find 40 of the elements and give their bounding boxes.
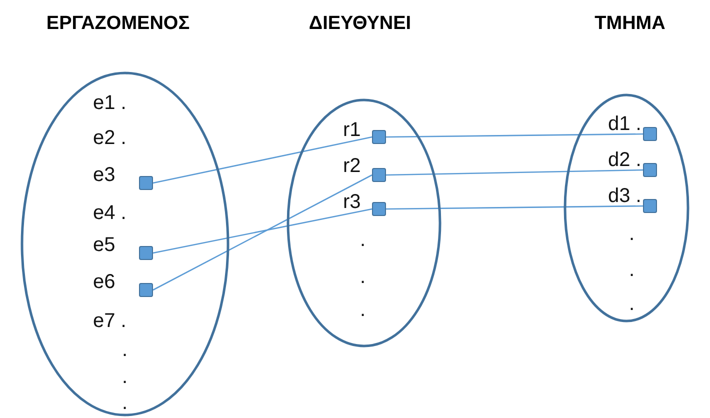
element-label: e4 . xyxy=(93,201,126,225)
connector-line xyxy=(152,174,372,291)
connection-point xyxy=(139,283,153,297)
connection-point xyxy=(139,176,153,190)
connector-line xyxy=(386,133,643,138)
element-label: e5 xyxy=(93,233,116,257)
connection-point xyxy=(643,199,657,213)
connection-point xyxy=(372,168,386,182)
element-label: . xyxy=(360,228,366,252)
connector-line xyxy=(386,205,643,210)
connector-line xyxy=(386,169,644,176)
set-title: ΕΡΓΑΖΟΜΕΝΟΣ xyxy=(46,12,190,36)
element-label: d1 . xyxy=(608,112,642,136)
connection-point xyxy=(372,202,386,216)
connector-line xyxy=(152,208,372,254)
element-label: . xyxy=(122,365,128,389)
set-title: ΤΜΗΜΑ xyxy=(594,12,666,36)
connection-point xyxy=(139,246,153,260)
set-title: ΔΙΕΥΘΥΝΕΙ xyxy=(308,12,412,36)
connection-point xyxy=(643,127,657,141)
element-label: r2 xyxy=(343,154,361,178)
element-label: d3 . xyxy=(608,184,642,208)
element-label: e1 . xyxy=(93,91,126,115)
element-label: . xyxy=(360,265,366,289)
element-label: r1 xyxy=(343,118,361,142)
element-label: r3 xyxy=(343,190,361,214)
element-label: e7 . xyxy=(93,309,126,333)
element-label: . xyxy=(629,222,635,246)
element-label: e3 xyxy=(93,163,116,187)
element-label: . xyxy=(122,338,128,362)
element-label: . xyxy=(122,391,128,415)
connection-point xyxy=(372,130,386,144)
element-label: d2 . xyxy=(608,148,642,172)
element-label: . xyxy=(629,292,635,316)
connection-point xyxy=(643,163,657,177)
element-label: e2 . xyxy=(93,126,126,150)
connector-line xyxy=(152,136,372,184)
element-label: . xyxy=(360,298,366,322)
element-label: . xyxy=(629,258,635,282)
element-label: e6 xyxy=(93,270,116,294)
